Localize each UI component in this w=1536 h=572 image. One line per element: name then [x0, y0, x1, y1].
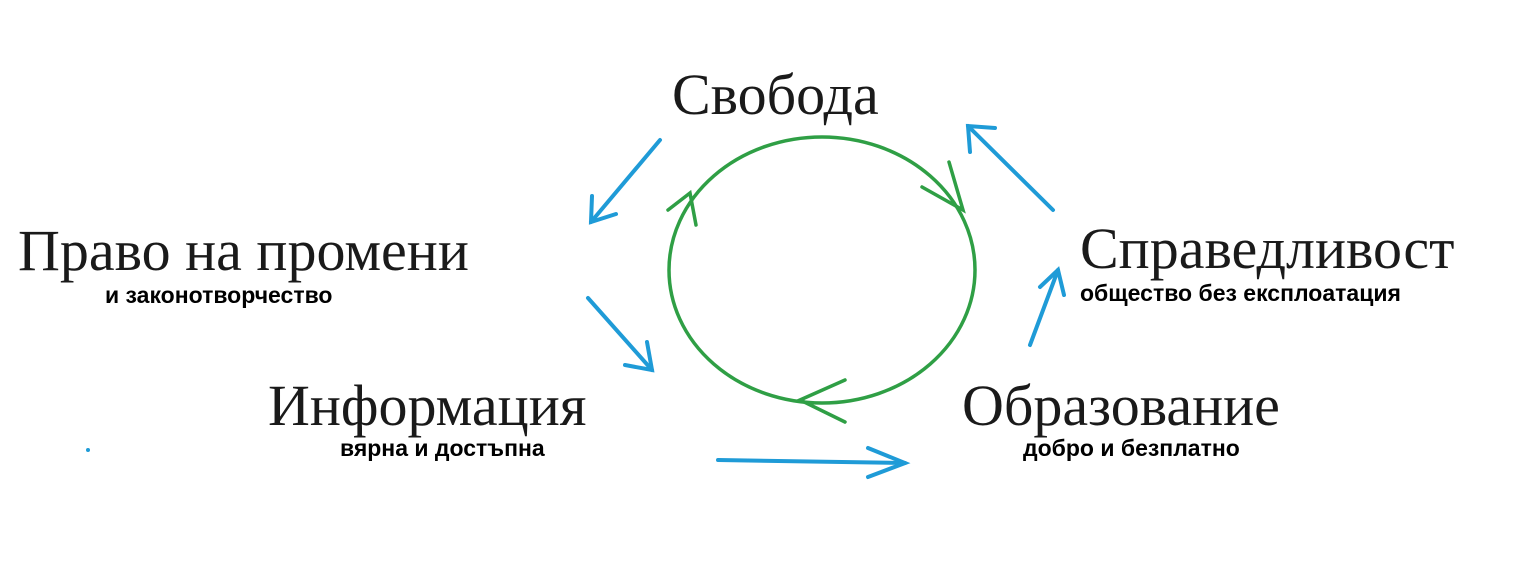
node-education-title: Образование	[962, 373, 1280, 438]
node-education-subtitle: добро и безплатно	[1023, 435, 1240, 461]
stray-dot	[86, 448, 90, 452]
node-information-title: Информация	[268, 373, 587, 438]
node-justice-title: Справедливост	[1080, 216, 1455, 281]
cycle-arrowhead-bottom	[795, 378, 847, 424]
cycle-arrowhead-right	[920, 160, 966, 214]
node-justice-subtitle: общество без експлоатация	[1080, 280, 1401, 306]
arrow-freedom-to-right	[588, 138, 662, 225]
node-information-subtitle: вярна и достъпна	[340, 435, 545, 461]
cycle-ring	[667, 135, 977, 405]
arrow-education-to-justice	[1028, 266, 1066, 347]
arrow-information-to-education	[716, 446, 911, 479]
arrow-justice-to-freedom	[965, 123, 1055, 212]
node-freedom-title: Свобода	[672, 62, 879, 127]
node-right-to-change-title: Право на промени	[18, 218, 469, 283]
cycle-arrowhead-left	[666, 189, 698, 227]
arrow-right-to-information	[586, 296, 655, 373]
node-right-to-change-subtitle: и законотворчество	[105, 282, 333, 308]
